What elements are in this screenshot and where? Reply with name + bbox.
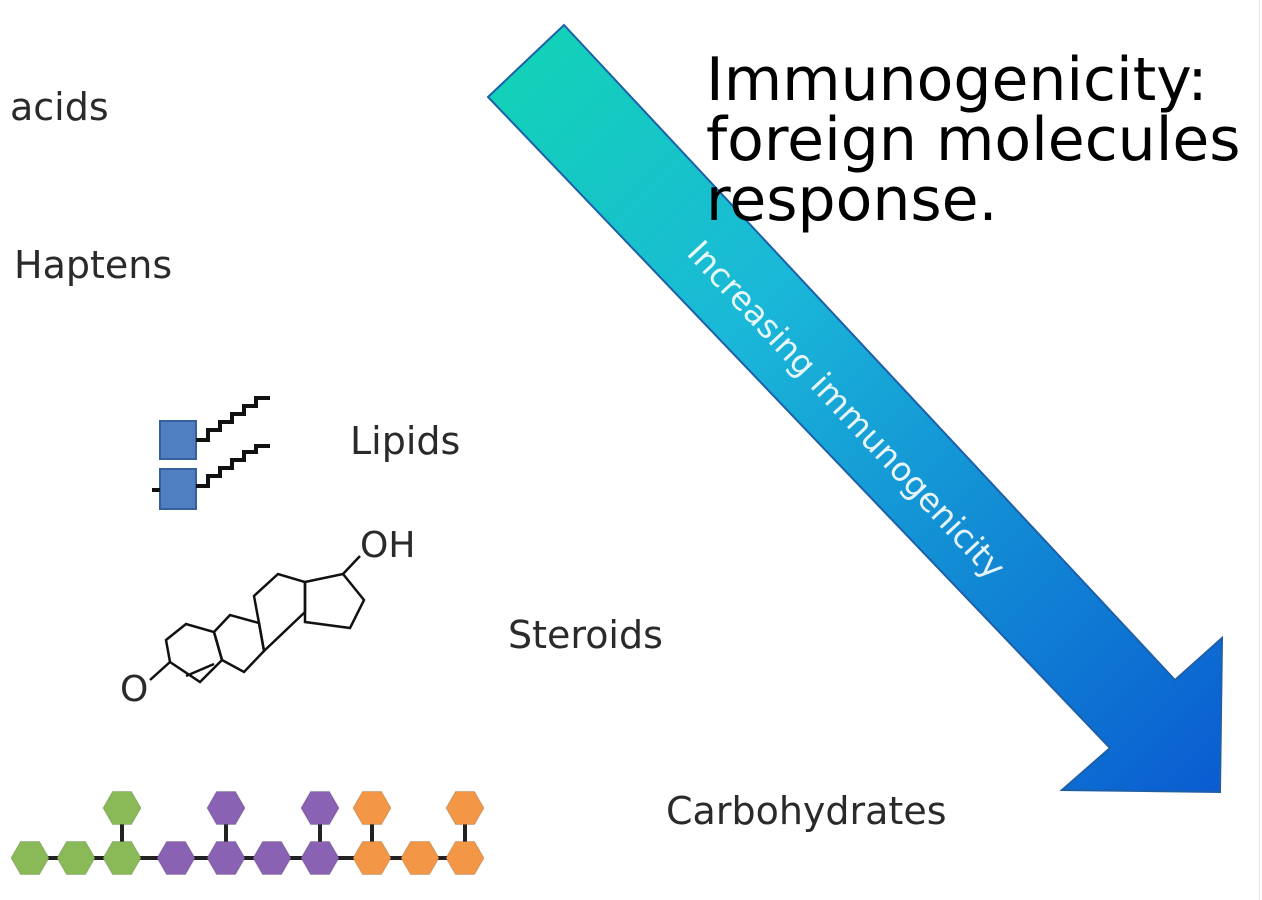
sugar-hexagon: [400, 841, 440, 875]
increasing-arrow: [486, 23, 1224, 794]
sugar-hexagon: [252, 841, 292, 875]
right-border: [1259, 0, 1260, 900]
lipid-square-bottom: [159, 468, 197, 510]
sugar-hexagon: [445, 791, 485, 825]
label-carbohydrates: Carbohydrates: [666, 789, 947, 833]
sugar-hexagon: [300, 791, 340, 825]
sugar-hexagon: [102, 841, 142, 875]
label-haptens: Haptens: [14, 243, 173, 287]
lipid-square-top: [159, 420, 197, 460]
lipid-molecule: [152, 396, 270, 510]
sugar-hexagon: [10, 841, 50, 875]
sugar-hexagon: [352, 841, 392, 875]
carbohydrate-chain: [10, 791, 485, 875]
sugar-hexagon: [300, 841, 340, 875]
sugar-hexagon: [102, 791, 142, 825]
lipid-tail-top: [196, 396, 270, 442]
sugar-hexagon: [56, 841, 96, 875]
label-steroids: Steroids: [508, 613, 663, 657]
page-title: Immunogenicity: foreign molecules respon…: [706, 50, 1241, 230]
label-acids: acids: [10, 85, 109, 129]
title-line-2: foreign molecules: [706, 105, 1241, 175]
sugar-hexagon: [352, 791, 392, 825]
sugar-hexagon: [445, 841, 485, 875]
sugar-hexagon: [206, 841, 246, 875]
label-lipids: Lipids: [350, 419, 461, 463]
lipid-tail-bottom: [196, 444, 270, 488]
title-line-1: Immunogenicity:: [706, 45, 1208, 115]
title-line-3: response.: [706, 165, 998, 235]
sugar-hexagon: [206, 791, 246, 825]
arrow-label: Increasing immunogenicity: [680, 233, 1014, 587]
label-steroid-oh: OH: [360, 525, 416, 566]
steroid-molecule: [149, 555, 366, 684]
label-steroid-o: O: [120, 669, 149, 710]
sugar-hexagon: [156, 841, 196, 875]
